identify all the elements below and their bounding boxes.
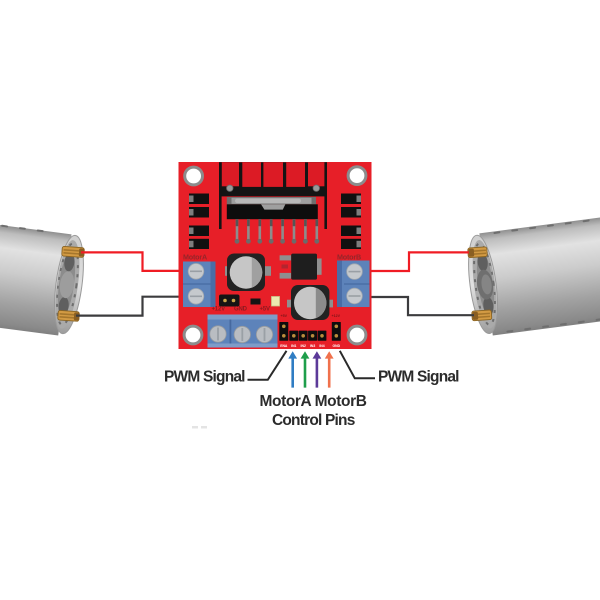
svg-text:IN4: IN4 [319, 344, 324, 348]
svg-text:PWM Signal: PWM Signal [378, 369, 459, 386]
svg-text:MotorB: MotorB [337, 252, 361, 261]
svg-text:ENA: ENA [280, 344, 288, 348]
svg-text:GND: GND [234, 307, 248, 313]
svg-text:MotorA: MotorA [183, 252, 207, 261]
svg-text:IN2: IN2 [301, 344, 306, 348]
svg-text:IN1: IN1 [291, 344, 296, 348]
svg-text:+12V: +12V [212, 307, 226, 313]
svg-text:PWM Signal: PWM Signal [164, 369, 245, 386]
svg-text:Control Pins: Control Pins [272, 412, 355, 429]
svg-text:+12V: +12V [332, 314, 341, 318]
svg-text:GND: GND [333, 344, 341, 348]
svg-text:+5V: +5V [260, 307, 270, 313]
svg-text:IN3: IN3 [310, 344, 315, 348]
svg-text:MotorA MotorB: MotorA MotorB [260, 393, 367, 410]
svg-text:+5V: +5V [281, 314, 288, 318]
